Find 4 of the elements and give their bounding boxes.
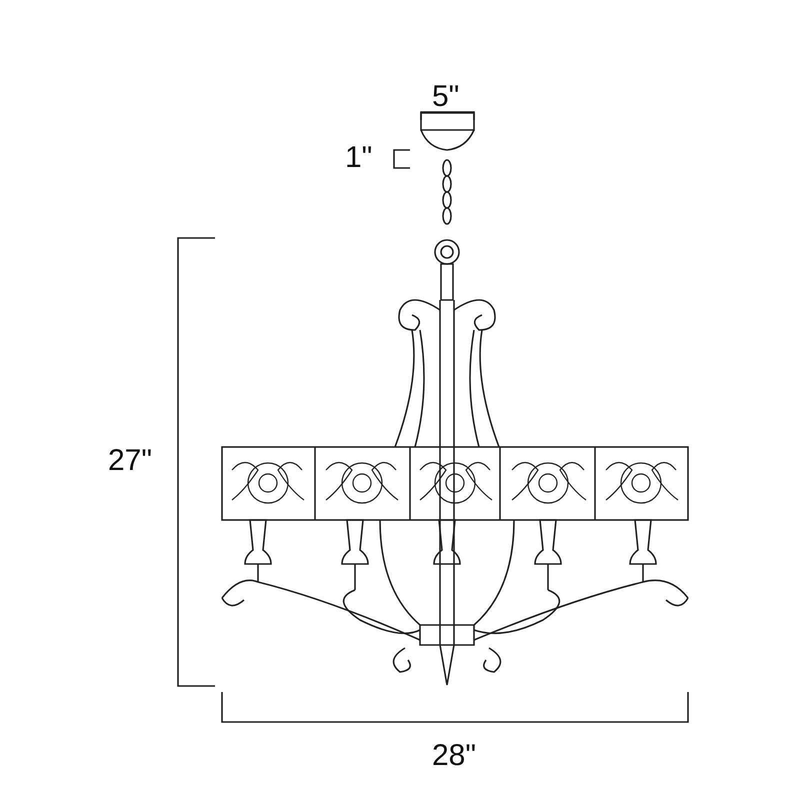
dimension-label: 5"	[432, 82, 460, 112]
dimension-label: 28"	[432, 741, 476, 771]
dimension-label: 1"	[345, 143, 372, 173]
dimension-label: 27"	[108, 446, 152, 476]
